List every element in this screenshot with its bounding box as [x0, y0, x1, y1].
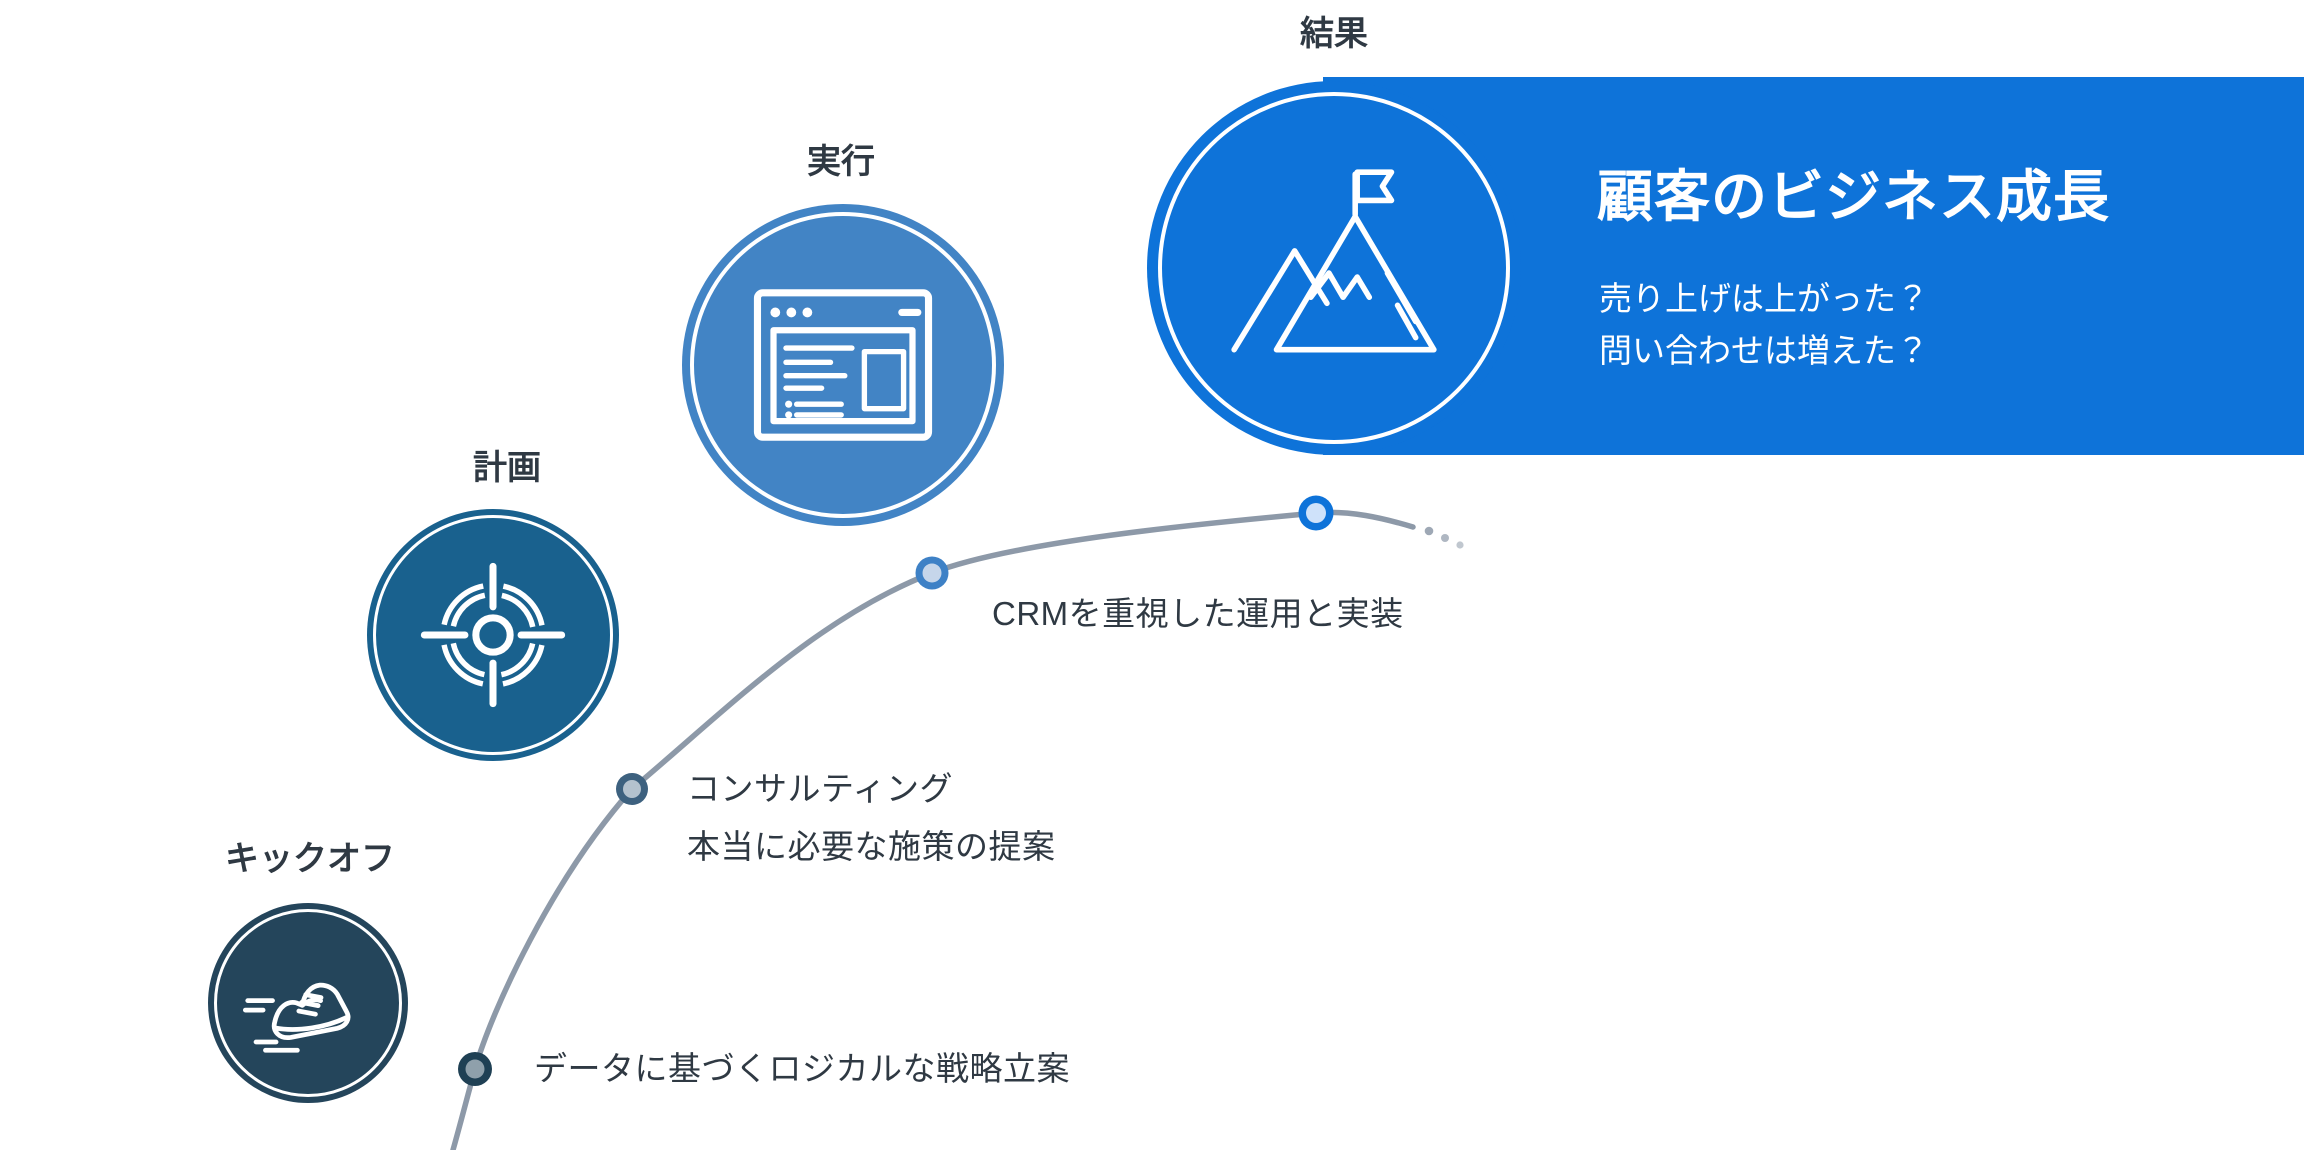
- circle-inner-ring: [690, 212, 996, 518]
- banner-title: 顧客のビジネス成長: [1597, 165, 2110, 228]
- stage-label-result: 結果: [1300, 15, 1368, 53]
- stage-label-execution: 実行: [807, 143, 875, 181]
- banner-line-1: 売り上げは上がった？: [1599, 280, 1929, 317]
- stage-label-kickoff: キックオフ: [225, 840, 395, 878]
- milestone-dot-2: [616, 773, 648, 805]
- milestone-dot-3: [915, 556, 949, 590]
- stage-circle-result: [1147, 81, 1521, 455]
- milestone-dot-1: [458, 1052, 492, 1086]
- milestone-dot-4: [1298, 495, 1334, 531]
- circle-inner-ring: [1158, 92, 1510, 444]
- milestone-label-crm: CRMを重視した運用と実装: [992, 595, 1404, 632]
- growth-curve-path: [450, 509, 1416, 1150]
- milestone-label-strategy: データに基づくロジカルな戦略立案: [534, 1050, 1070, 1087]
- milestone-label-proposal: 本当に必要な施策の提案: [687, 828, 1056, 865]
- fading-dot-1: [1424, 526, 1434, 536]
- stage-circle-plan: [367, 509, 619, 761]
- stage-circle-execution: [682, 204, 1004, 526]
- mountain-flag-icon: [1231, 169, 1437, 353]
- browser-window-icon: [753, 289, 933, 441]
- running-shoe-icon: [243, 982, 351, 1053]
- stage-circle-kickoff: [208, 903, 408, 1103]
- circle-inner-ring: [373, 515, 613, 755]
- target-icon: [420, 562, 566, 708]
- circle-inner-ring: [214, 909, 402, 1097]
- fading-dot-3: [1456, 541, 1464, 549]
- banner-line-2: 問い合わせは増えた？: [1599, 332, 1929, 369]
- result-banner: 顧客のビジネス成長 売り上げは上がった？ 問い合わせは増えた？: [1323, 77, 2304, 455]
- stage-label-plan: 計画: [473, 449, 541, 487]
- milestone-label-consulting: コンサルティング: [687, 770, 954, 807]
- fading-dot-2: [1441, 534, 1449, 542]
